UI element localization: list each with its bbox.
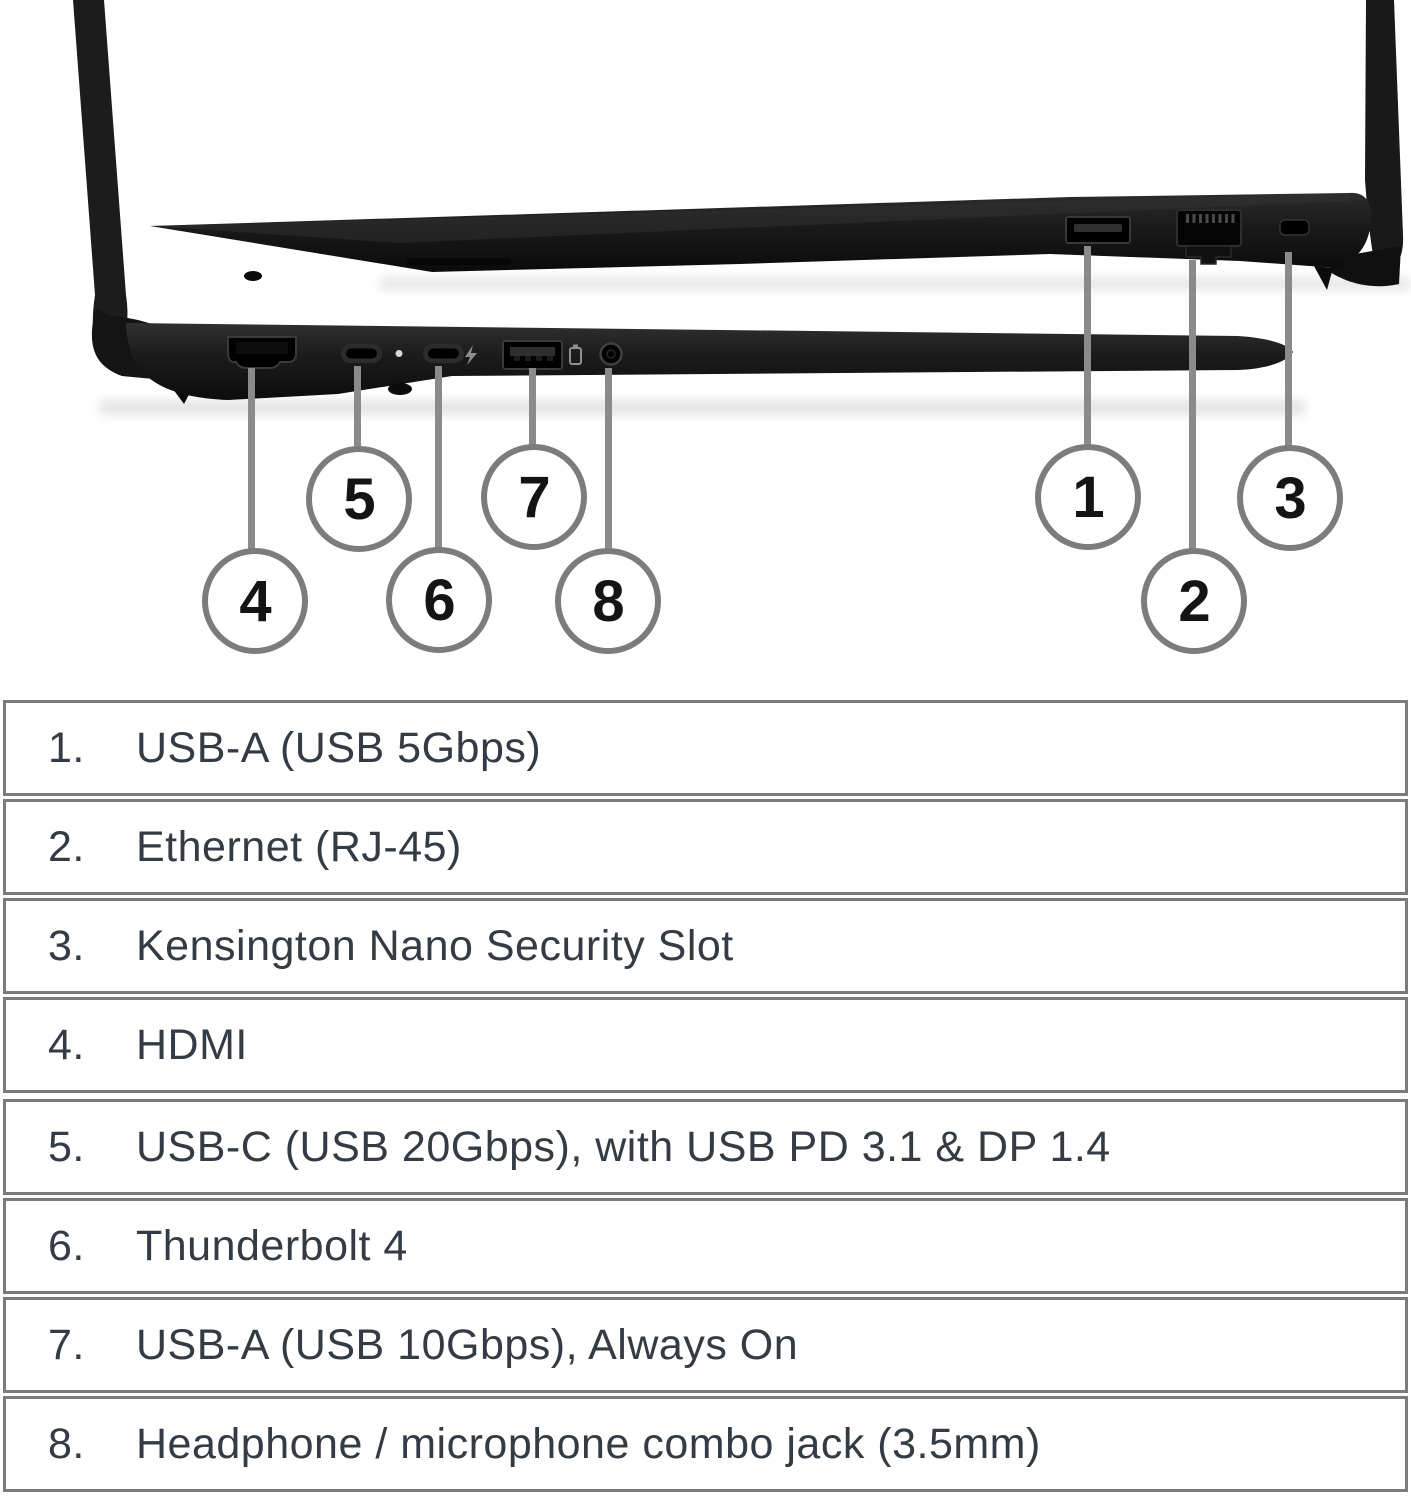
table-row: 3. Kensington Nano Security Slot: [3, 898, 1408, 994]
thunderbolt-port: [423, 344, 464, 363]
rubber-foot: [1314, 266, 1333, 290]
table-row: 7. USB-A (USB 10Gbps), Always On: [3, 1297, 1408, 1393]
row-number: 6.: [48, 1221, 85, 1270]
row-label: Kensington Nano Security Slot: [136, 921, 734, 970]
callout-8: 8: [555, 548, 661, 654]
laptop-lid-edge-highlight: [150, 193, 1350, 243]
usb-c-port: [341, 344, 382, 363]
callout-number: 2: [1178, 568, 1210, 634]
shadow-under-bottom-laptop: [100, 400, 1305, 415]
callout-line-1: [1084, 246, 1091, 448]
callout-line-4: [248, 368, 255, 552]
laptop-illustrations: [73, 0, 1411, 415]
callout-number: 6: [423, 567, 455, 633]
row-number: 3.: [48, 921, 85, 970]
row-label: Ethernet (RJ-45): [136, 822, 462, 871]
row-number: 4.: [48, 1020, 85, 1069]
callout-line-8: [605, 368, 612, 552]
callout-number: 1: [1072, 464, 1104, 530]
laptop-right-side-view: [150, 0, 1404, 290]
table-row: 4. HDMI: [3, 997, 1408, 1093]
vent-slot: [407, 258, 511, 265]
row-label: Thunderbolt 4: [136, 1221, 408, 1270]
row-number: 8.: [48, 1419, 85, 1468]
rubber-foot: [244, 271, 262, 281]
callout-number: 3: [1274, 465, 1306, 531]
callout-line-7: [529, 368, 536, 448]
laptop-ports-diagram: 1 2 3 4 5 6 7 8: [0, 0, 1411, 690]
callout-number: 5: [343, 466, 375, 532]
row-label: HDMI: [136, 1020, 248, 1069]
callout-line-5: [354, 366, 361, 450]
callout-2: 2: [1141, 548, 1247, 654]
table-row: 2. Ethernet (RJ-45): [3, 799, 1408, 895]
row-number: 2.: [48, 822, 85, 871]
callout-number: 8: [592, 568, 624, 634]
table-row: 6. Thunderbolt 4: [3, 1198, 1408, 1294]
callout-1: 1: [1035, 444, 1141, 550]
callout-3: 3: [1237, 445, 1343, 551]
rubber-foot: [388, 383, 412, 395]
led-indicator: [395, 350, 403, 357]
laptop-left-side-view: [73, 0, 1293, 404]
row-label: USB-A (USB 10Gbps), Always On: [136, 1320, 799, 1369]
thunderbolt-icon: [465, 345, 477, 365]
callout-5: 5: [306, 446, 412, 552]
row-number: 5.: [48, 1122, 85, 1171]
port-legend-table: 1. USB-A (USB 5Gbps) 2. Ethernet (RJ-45)…: [3, 700, 1408, 1492]
hdmi-port: [227, 336, 297, 369]
table-row: 1. USB-A (USB 5Gbps): [3, 700, 1408, 796]
callout-4: 4: [202, 548, 308, 654]
usb-a-always-on-port: [502, 340, 563, 370]
audio-jack-port: [599, 342, 623, 366]
callout-number: 4: [239, 568, 271, 634]
table-row: 5. USB-C (USB 20Gbps), with USB PD 3.1 &…: [3, 1099, 1408, 1195]
usb-a-port: [1065, 216, 1131, 244]
row-label: USB-A (USB 5Gbps): [136, 723, 542, 772]
table-row: 8. Headphone / microphone combo jack (3.…: [3, 1396, 1408, 1492]
laptop-screen-edge-right: [1365, 0, 1404, 272]
row-label: USB-C (USB 20Gbps), with USB PD 3.1 & DP…: [136, 1122, 1111, 1171]
row-number: 7.: [48, 1320, 85, 1369]
callout-line-3: [1285, 252, 1292, 449]
callout-line-6: [435, 366, 442, 552]
battery-icon: [569, 344, 582, 365]
laptop-screen-edge-left: [73, 0, 128, 351]
callout-7: 7: [481, 444, 587, 550]
shadow-under-top-laptop: [380, 277, 1411, 290]
kensington-slot-port: [1279, 219, 1310, 236]
ethernet-port: [1176, 209, 1242, 265]
callout-6: 6: [386, 547, 492, 653]
callout-number: 7: [518, 464, 550, 530]
row-label: Headphone / microphone combo jack (3.5mm…: [136, 1419, 1041, 1468]
row-number: 1.: [48, 723, 85, 772]
laptop-body-left-view: [126, 323, 1293, 400]
callout-line-2: [1189, 260, 1196, 552]
